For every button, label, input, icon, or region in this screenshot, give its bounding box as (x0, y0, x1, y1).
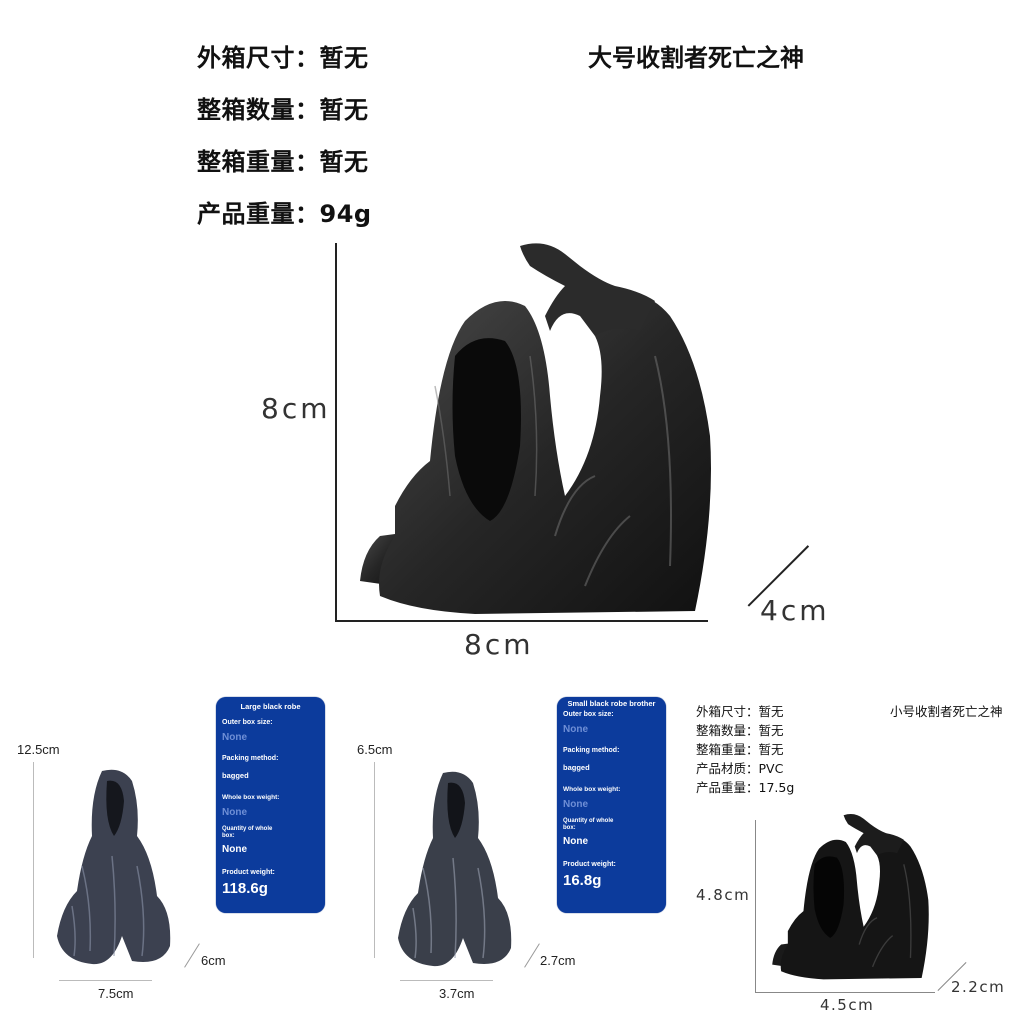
whole-weight-value: None (222, 807, 247, 818)
small-spec-box-quantity: 整箱数量：暂无 (696, 720, 784, 739)
product-title-small: 小号收割者死亡之神 (890, 704, 1003, 719)
product-weight-value: 118.6g (222, 880, 268, 897)
width-label: 8cm (464, 628, 534, 661)
small-reaper-height-line (755, 820, 756, 992)
spec-box-quantity: 整箱数量：暂无 (197, 90, 369, 125)
packing-label: Packing method: (563, 747, 620, 754)
spec-label: 整箱重量： (197, 148, 320, 176)
robe-figure-large (52, 766, 177, 971)
small-robe-info-card: Small black robe brother Outer box size:… (557, 697, 666, 913)
large-robe-depth-label: 6cm (201, 953, 226, 968)
depth-label: 4cm (760, 594, 830, 627)
spec-label: 整箱数量： (696, 723, 759, 738)
outer-box-label: Outer box size: (222, 719, 273, 726)
spec-label: 产品材质： (696, 761, 759, 776)
product-weight-label: Product weight: (563, 861, 616, 868)
reaper-figure-large (355, 236, 725, 616)
small-reaper-width-line (755, 992, 935, 993)
width-line (335, 620, 708, 622)
large-robe-width-label: 7.5cm (98, 986, 134, 1001)
robe-figure-small (393, 768, 518, 973)
product-weight-value: 16.8g (563, 872, 602, 889)
card-title: Small black robe brother (567, 699, 656, 708)
spec-box-weight: 整箱重量：暂无 (197, 142, 369, 177)
small-robe-depth-line (524, 943, 540, 968)
spec-label: 外箱尺寸： (696, 704, 759, 719)
spec-value: 94g (319, 200, 372, 228)
small-robe-width-line (400, 980, 493, 981)
large-robe-width-line (59, 980, 152, 981)
packing-value: bagged (222, 771, 249, 780)
whole-weight-value: None (563, 799, 588, 810)
card-title: Large black robe (240, 702, 301, 711)
large-robe-depth-line (184, 943, 200, 968)
reaper-figure-small (770, 803, 935, 988)
outer-box-label: Outer box size: (563, 711, 614, 718)
packing-label: Packing method: (222, 755, 279, 762)
spec-value: 17.5g (758, 780, 795, 795)
outer-box-value: None (222, 732, 247, 743)
packing-value: bagged (563, 763, 590, 772)
small-robe-height-line (374, 762, 375, 958)
large-robe-height-line (33, 762, 34, 958)
small-robe-width-label: 3.7cm (439, 986, 475, 1001)
small-spec-outer-box: 外箱尺寸：暂无 (696, 701, 784, 720)
spec-value: 暂无 (758, 723, 784, 738)
height-label: 8cm (261, 392, 331, 425)
large-robe-height-label: 12.5cm (17, 742, 60, 757)
spec-value: 暂无 (758, 704, 784, 719)
spec-label: 产品重量： (197, 200, 320, 228)
small-reaper-width-label: 4.5cm (820, 996, 875, 1014)
spec-label: 整箱重量： (696, 742, 759, 757)
spec-label: 产品重量： (696, 780, 759, 795)
small-robe-height-label: 6.5cm (357, 742, 393, 757)
spec-outer-box: 外箱尺寸：暂无 (197, 38, 369, 73)
height-line (335, 243, 337, 620)
quantity-value: None (563, 836, 588, 847)
outer-box-value: None (563, 724, 588, 735)
small-reaper-height-label: 4.8cm (696, 886, 751, 904)
product-weight-label: Product weight: (222, 869, 275, 876)
spec-value: 暂无 (319, 96, 369, 124)
quantity-value: None (222, 844, 247, 855)
small-reaper-depth-label: 2.2cm (951, 978, 1006, 996)
whole-weight-label: Whole box weight: (222, 794, 280, 801)
product-title-large: 大号收割者死亡之神 (588, 44, 804, 72)
spec-value: 暂无 (758, 742, 784, 757)
small-spec-product-weight: 产品重量：17.5g (696, 777, 794, 796)
spec-label: 外箱尺寸： (197, 44, 320, 72)
large-robe-info-card: Large black robe Outer box size: None Pa… (216, 697, 325, 913)
whole-weight-label: Whole box weight: (563, 786, 621, 793)
spec-value: 暂无 (319, 148, 369, 176)
quantity-label: Quantity of whole box: (563, 818, 614, 831)
spec-product-weight: 产品重量：94g (197, 194, 372, 229)
small-robe-depth-label: 2.7cm (540, 953, 576, 968)
spec-label: 整箱数量： (197, 96, 320, 124)
spec-value: 暂无 (319, 44, 369, 72)
spec-value: PVC (758, 761, 784, 776)
small-spec-box-weight: 整箱重量：暂无 (696, 739, 784, 758)
quantity-label: Quantity of whole box: (222, 826, 273, 839)
small-spec-material: 产品材质：PVC (696, 758, 783, 777)
